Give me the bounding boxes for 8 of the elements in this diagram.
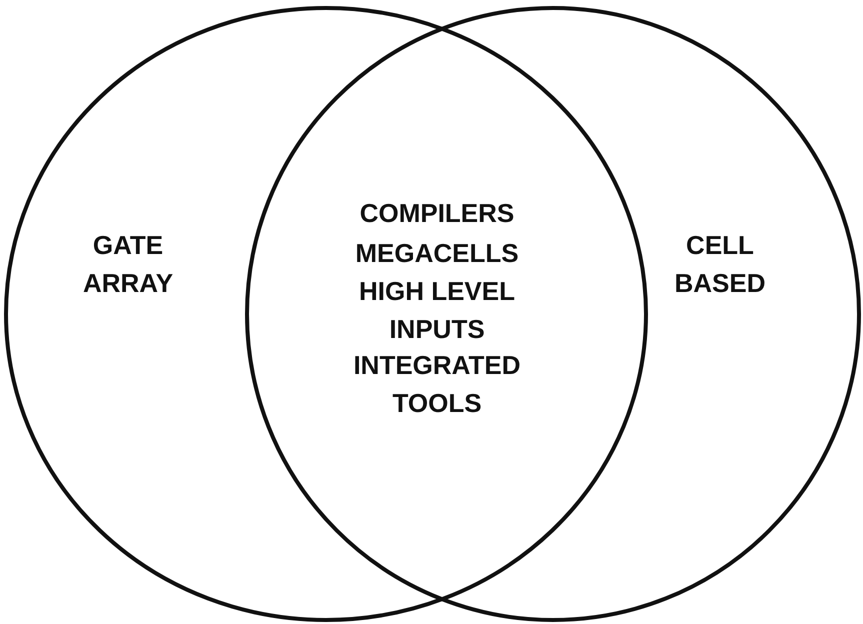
set-label: GATE ARRAY [82, 229, 174, 300]
venn-circle [245, 6, 861, 622]
overlap-item-text: INTEGRATED TOOLS [352, 349, 522, 420]
overlap-item-text: COMPILERS [358, 197, 516, 230]
overlap-item-text: HIGH LEVEL INPUTS [358, 275, 516, 346]
set-label: CELL BASED [673, 229, 766, 300]
venn-circle [4, 6, 648, 622]
overlap-item-text: MEGACELLS [354, 237, 520, 270]
